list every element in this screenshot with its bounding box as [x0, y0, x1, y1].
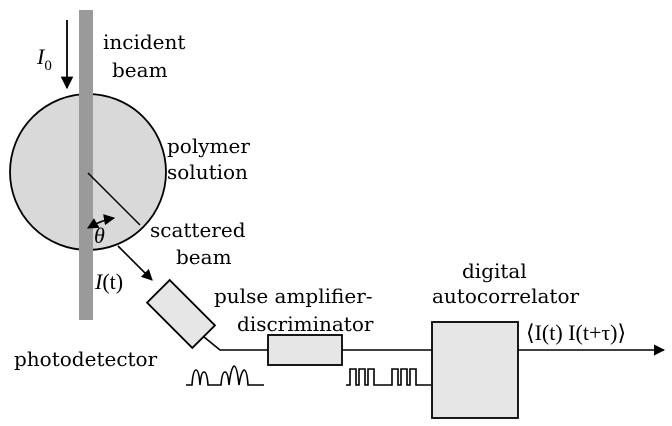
scattered-ray	[87, 172, 141, 226]
double-arrow-arc-icon	[87, 214, 116, 229]
incident-beam	[79, 10, 93, 320]
theta-label: θ	[94, 223, 105, 248]
digital-pulses-icon	[346, 368, 431, 386]
i0-label: I0	[36, 44, 52, 74]
autocorr-label-line1: digital	[462, 259, 527, 283]
autocorrelator-box	[431, 321, 519, 419]
arrow-diagonal-icon	[117, 245, 153, 281]
incident-label-line1: incident	[103, 30, 185, 54]
pulse-label-line2: discriminator	[237, 312, 374, 336]
photodetector-box	[145, 278, 217, 350]
autocorr-label-line2: autocorrelator	[432, 284, 579, 308]
discriminator-box	[267, 334, 343, 366]
pulse-label-line1: pulse amplifier-	[214, 284, 373, 308]
scattered-label-line2: beam	[176, 245, 232, 269]
polymer-label-line2: solution	[167, 160, 248, 184]
output-label: ⟨I(t) I(t+τ)⟩	[526, 320, 626, 345]
analog-pulses-icon	[186, 365, 264, 386]
signal-line	[203, 336, 268, 351]
polymer-label-line1: polymer	[167, 134, 250, 158]
scattered-label-line1: scattered	[150, 218, 246, 242]
photodetector-label: photodetector	[14, 347, 158, 371]
incident-label-line2: beam	[112, 58, 168, 82]
it-label: I(t)	[94, 269, 123, 294]
